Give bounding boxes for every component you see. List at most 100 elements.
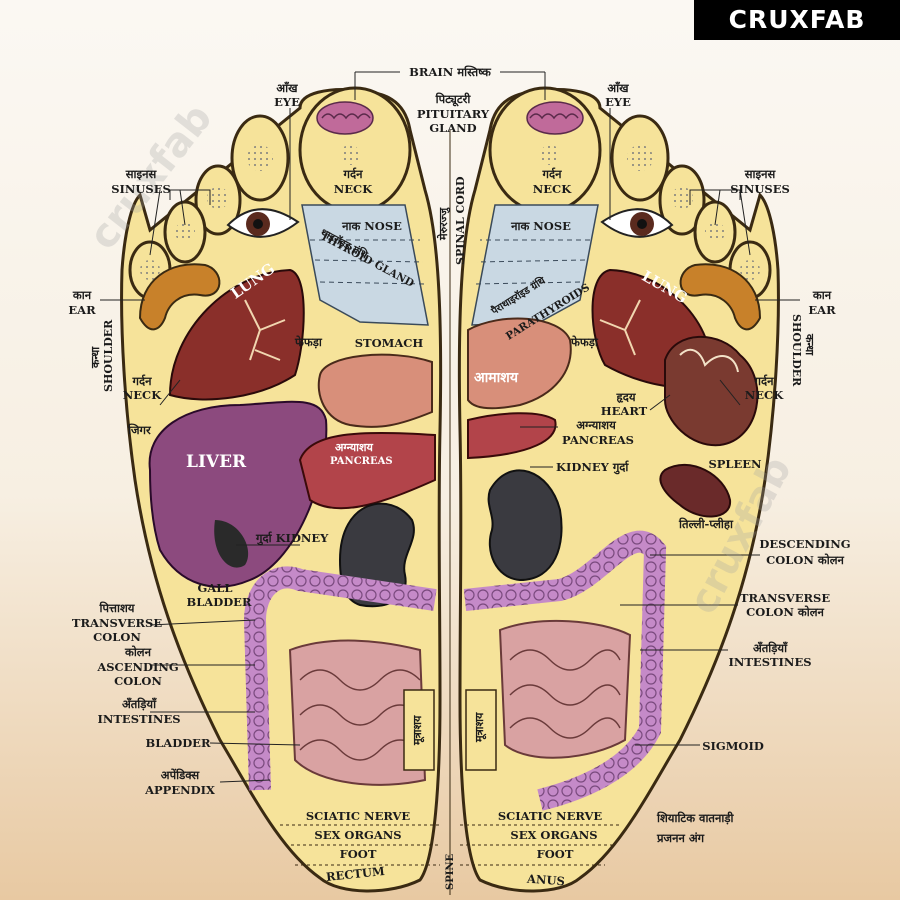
label-bladder-hi-left: मूत्राशय bbox=[411, 715, 424, 745]
left-foot bbox=[120, 86, 443, 893]
right-stomach bbox=[467, 317, 572, 410]
right-ear bbox=[679, 263, 762, 331]
right-kidney bbox=[487, 469, 563, 582]
label-bladder-hi-right: मूत्राशय bbox=[473, 712, 486, 742]
label-bladder: BLADDER bbox=[145, 736, 211, 750]
label-trans-colon-hi: पित्ताशय bbox=[99, 601, 135, 615]
label-intestines-en-right: INTESTINES bbox=[728, 655, 812, 669]
label-eye-en-right: EYE bbox=[605, 95, 631, 109]
label-neck-en-right2: NECK bbox=[744, 388, 784, 402]
label-sigmoid: SIGMOID bbox=[702, 739, 764, 753]
label-sciatic-en-left: SCIATIC NERVE bbox=[305, 809, 411, 823]
label-brain: BRAIN मस्तिष्क bbox=[409, 65, 491, 79]
left-lung bbox=[168, 268, 305, 401]
label-foot-right: FOOT bbox=[536, 847, 574, 861]
right-pancreas bbox=[467, 412, 557, 460]
label-foot-left: FOOT bbox=[339, 847, 377, 861]
right-brain bbox=[526, 101, 584, 135]
label-kidney-right: KIDNEY गुर्दा bbox=[556, 460, 629, 474]
right-intestines bbox=[498, 619, 632, 759]
label-stomach-hi: आमाशय bbox=[474, 370, 518, 386]
label-sinuses-en-left: SINUSES bbox=[111, 182, 171, 196]
label-heart-hi: हृदय bbox=[616, 390, 636, 404]
brand-badge: CRUXFAB bbox=[694, 0, 900, 40]
label-neck-hi-left: गर्दन bbox=[343, 167, 363, 181]
label-neck-en-left: NECK bbox=[333, 182, 373, 196]
label-liver-en: LIVER bbox=[186, 452, 247, 472]
label-shoulder-hi-right: कन्धा bbox=[803, 334, 816, 356]
label-pancreas-hi-right: अग्न्याशय bbox=[576, 418, 616, 432]
label-sinuses-en-right: SINUSES bbox=[730, 182, 790, 196]
label-eye-hi-left: आँख bbox=[276, 81, 298, 95]
left-intestines bbox=[288, 639, 427, 786]
label-sex-en-left: SEX ORGANS bbox=[314, 828, 402, 842]
label-stomach-en: STOMACH bbox=[354, 336, 424, 350]
label-desc-colon1: DESCENDING bbox=[759, 537, 851, 551]
left-pancreas bbox=[298, 431, 436, 510]
label-trans-colon-en1: TRANSVERSE bbox=[71, 616, 163, 630]
label-asc-colon-en2: COLON bbox=[114, 674, 162, 688]
label-pituitary-en1: PITUITARY bbox=[416, 107, 490, 121]
label-pituitary-en2: GLAND bbox=[429, 121, 477, 135]
right-spleen bbox=[659, 463, 732, 518]
label-sciatic-hi: शियाटिक वातनाड़ी bbox=[657, 811, 734, 825]
label-eye-hi-right: आँख bbox=[607, 81, 629, 95]
label-liver-hi: जिगर bbox=[128, 423, 151, 437]
left-bladder bbox=[403, 689, 435, 771]
label-trans-colon-en2: COLON bbox=[93, 630, 141, 644]
leader-lines bbox=[100, 71, 800, 783]
label-ear-en-left: EAR bbox=[68, 303, 96, 317]
label-nose-left: नाक NOSE bbox=[342, 219, 402, 233]
label-spleen-hi: तिल्ली-प्लीहा bbox=[679, 517, 733, 531]
label-neck-hi-right: गर्दन bbox=[542, 167, 562, 181]
label-eye-en-left: EYE bbox=[274, 95, 300, 109]
label-appendix-en: APPENDIX bbox=[145, 783, 215, 797]
label-intestines-en-left: INTESTINES bbox=[97, 712, 181, 726]
label-kidney-left: गुर्दा KIDNEY bbox=[256, 531, 329, 545]
label-spleen-en: SPLEEN bbox=[708, 457, 762, 471]
left-ear bbox=[138, 263, 221, 331]
label-gall2: BLADDER bbox=[186, 595, 252, 609]
label-sex-en-right: SEX ORGANS bbox=[510, 828, 598, 842]
label-pancreas-en-right: PANCREAS bbox=[562, 433, 634, 447]
label-heart-en: HEART bbox=[600, 404, 648, 418]
label-asc-colon-hi: कोलन bbox=[125, 645, 151, 659]
label-ear-hi-right: कान bbox=[812, 288, 832, 302]
left-nose-thyroid bbox=[301, 204, 429, 326]
label-spinal-cord-hi: मेरुरज्जु bbox=[437, 207, 450, 240]
label-neck-en-left2: NECK bbox=[122, 388, 162, 402]
label-ear-hi-left: कान bbox=[72, 288, 92, 302]
label-anus: ANUS bbox=[526, 871, 566, 889]
label-trans-colon-r1: TRANSVERSE bbox=[739, 591, 831, 605]
right-bladder bbox=[465, 689, 497, 771]
label-neck-en-right: NECK bbox=[532, 182, 572, 196]
label-fefda-left: फेफड़ा bbox=[295, 335, 322, 349]
right-foot bbox=[457, 86, 780, 893]
label-shoulder-en-left: SHOULDER bbox=[102, 319, 115, 392]
label-appendix-hi: अपेंडिक्स bbox=[160, 768, 200, 782]
left-brain bbox=[316, 101, 374, 135]
label-spinal-cord-en: SPINAL CORD bbox=[454, 176, 467, 265]
label-sciatic-en-right: SCIATIC NERVE bbox=[497, 809, 603, 823]
label-pituitary-hi: पिट्यूटरी bbox=[435, 92, 471, 106]
label-shoulder-hi-left: कन्धा bbox=[89, 346, 102, 368]
label-intestines-hi-left: अँतड़ियाँ bbox=[121, 697, 157, 711]
label-sex-hi: प्रजनन अंग bbox=[657, 831, 705, 845]
label-neck-hi-right2: गर्दन bbox=[754, 374, 774, 388]
label-intestines-hi-right: अँतड़ियाँ bbox=[752, 641, 788, 655]
label-gall1: GALL bbox=[197, 581, 233, 595]
label-asc-colon-en1: ASCENDING bbox=[97, 660, 179, 674]
label-desc-colon2: COLON कोलन bbox=[766, 553, 844, 567]
label-pancreas-hi-left: अग्न्याशय bbox=[335, 441, 373, 454]
label-ear-en-right: EAR bbox=[808, 303, 836, 317]
label-trans-colon-r2: COLON कोलन bbox=[746, 605, 824, 619]
label-nose-right: नाक NOSE bbox=[511, 219, 571, 233]
label-neck-hi-left2: गर्दन bbox=[132, 374, 152, 388]
label-sinuses-hi-left: साइनस bbox=[125, 167, 157, 181]
label-fefda-right: फेफड़ा bbox=[571, 335, 598, 349]
label-spine: SPINE bbox=[445, 853, 456, 890]
label-sinuses-hi-right: साइनस bbox=[744, 167, 776, 181]
left-stomach bbox=[317, 353, 433, 428]
